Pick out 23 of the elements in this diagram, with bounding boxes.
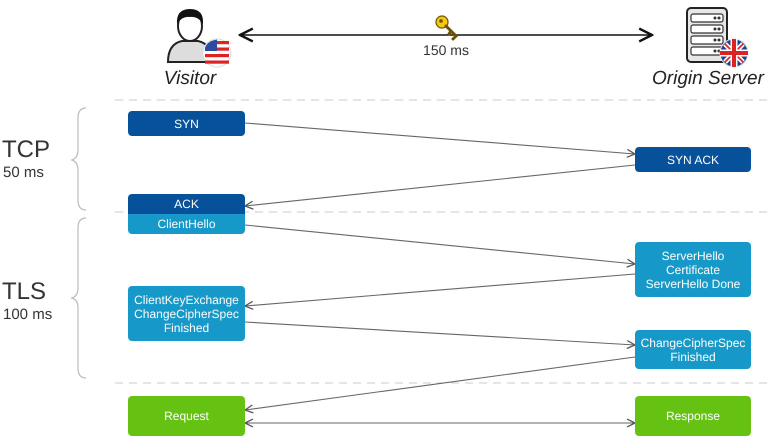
arrow [238, 27, 654, 43]
message-box: ChangeCipherSpec Finished [635, 330, 751, 369]
request-box: Request [128, 396, 245, 436]
duration-label: 100 ms [3, 306, 52, 323]
arrow [244, 418, 636, 428]
message-box: ServerHello Certificate ServerHello Done [635, 242, 751, 297]
phase-label: TCP [2, 136, 50, 164]
arrow [244, 356, 636, 414]
arrow [244, 321, 636, 350]
message-box: ACK [128, 194, 245, 214]
participant-label: Origin Server [652, 68, 762, 90]
message-box: ClientHello [128, 214, 245, 234]
arrow [244, 224, 636, 268]
response-box: Response [635, 396, 751, 436]
message-box: SYN ACK [635, 147, 751, 172]
message-box: SYN [128, 111, 245, 136]
arrow [244, 164, 636, 210]
message-box: ClientKeyExchange ChangeCipherSpec Finished [128, 286, 245, 341]
phase-label: TLS [2, 278, 46, 306]
arrow [244, 122, 636, 158]
arrow [244, 273, 636, 310]
participant-label: Visitor [162, 68, 218, 90]
duration-label: 50 ms [3, 164, 44, 181]
